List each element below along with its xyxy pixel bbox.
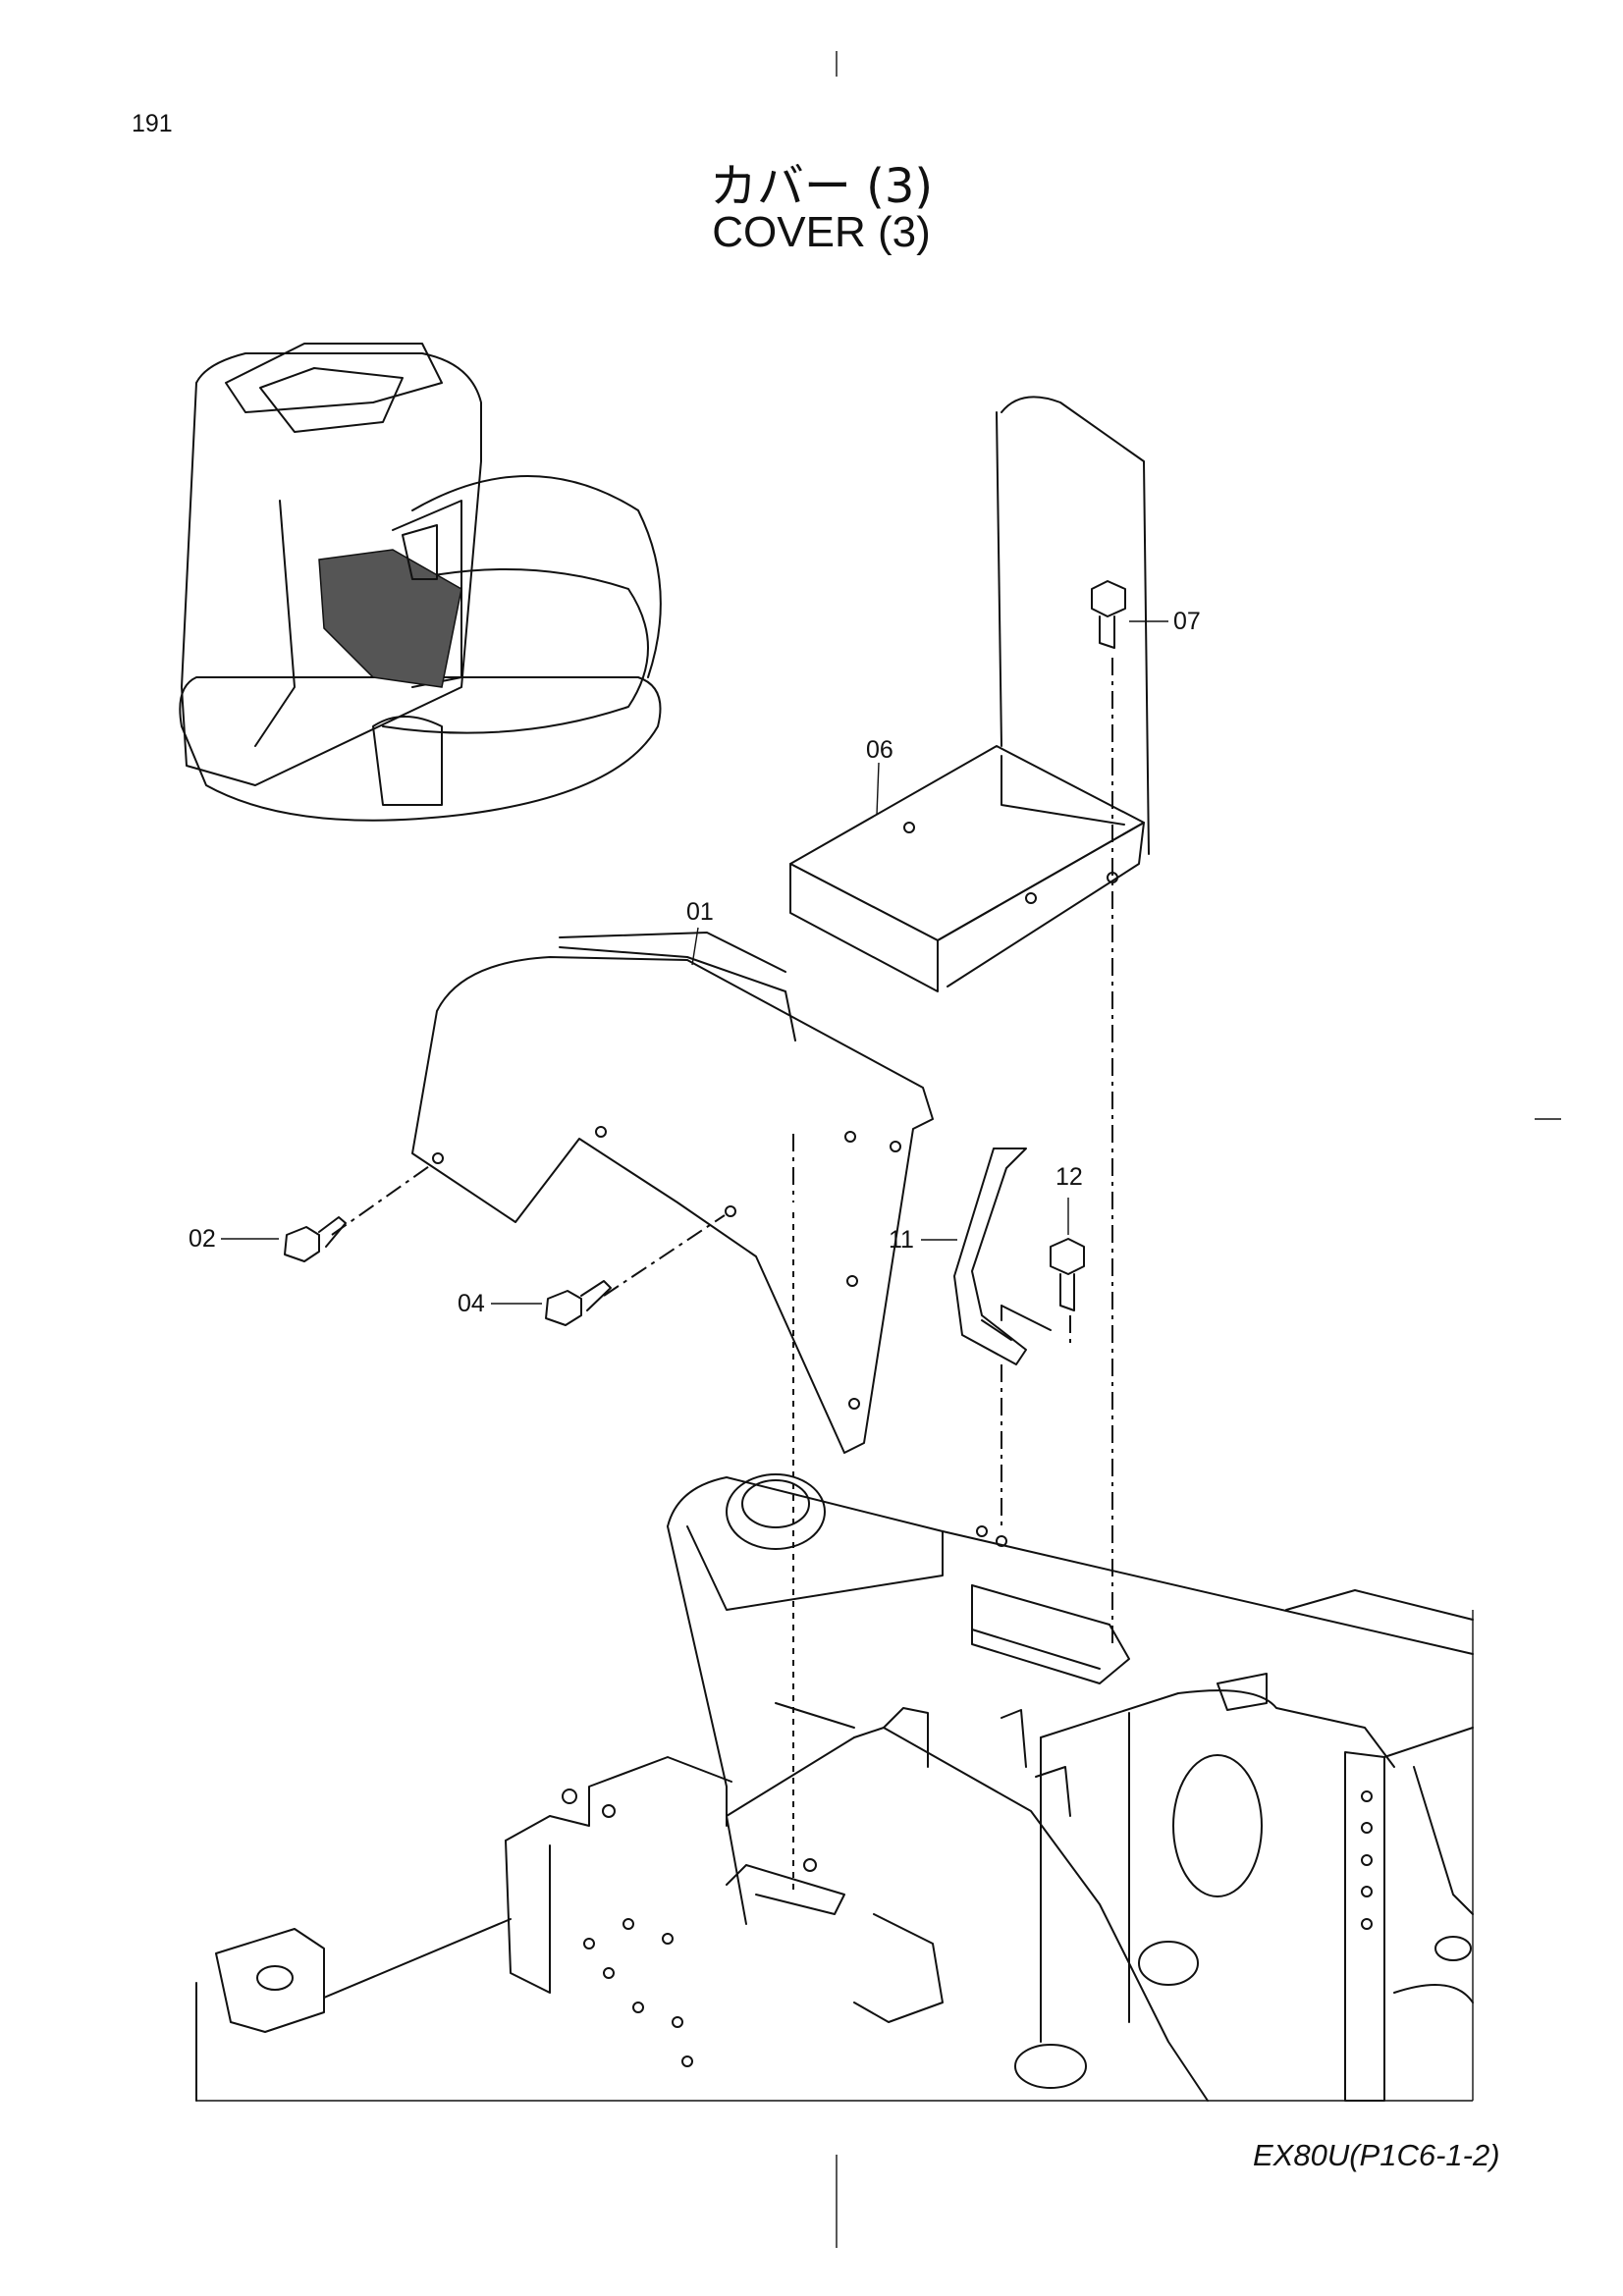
bolt-04 [545,1280,612,1326]
diagram-title-english: COVER (3) [712,208,931,256]
part-label-12: 12 [1055,1163,1083,1191]
part-label-04: 04 [458,1290,485,1317]
part-06-tray [789,396,1150,992]
part-01-cover-plate [411,932,934,1454]
part-label-01: 01 [686,898,714,926]
model-code: EX80U(P1C6-1-2) [1253,2138,1500,2172]
machine-overview-illustration [179,343,662,822]
leader-lines [221,620,1168,1305]
page-number: 191 [132,110,173,137]
bolts [284,580,1126,1326]
part-11-bracket [953,1148,1027,1365]
assembly-guide-lines [331,658,1113,1890]
part-label-11: 11 [889,1226,914,1254]
bolt-02 [284,1216,347,1262]
crop-marks [836,51,1561,2248]
part-label-02: 02 [189,1225,216,1253]
upper-frame [195,1473,1474,2102]
bolt-12 [1050,1238,1085,1311]
part-label-06: 06 [866,736,893,764]
bolt-07 [1091,580,1126,649]
diagram-title-japanese: カバー (3) [709,159,934,214]
part-label-07: 07 [1173,608,1201,635]
